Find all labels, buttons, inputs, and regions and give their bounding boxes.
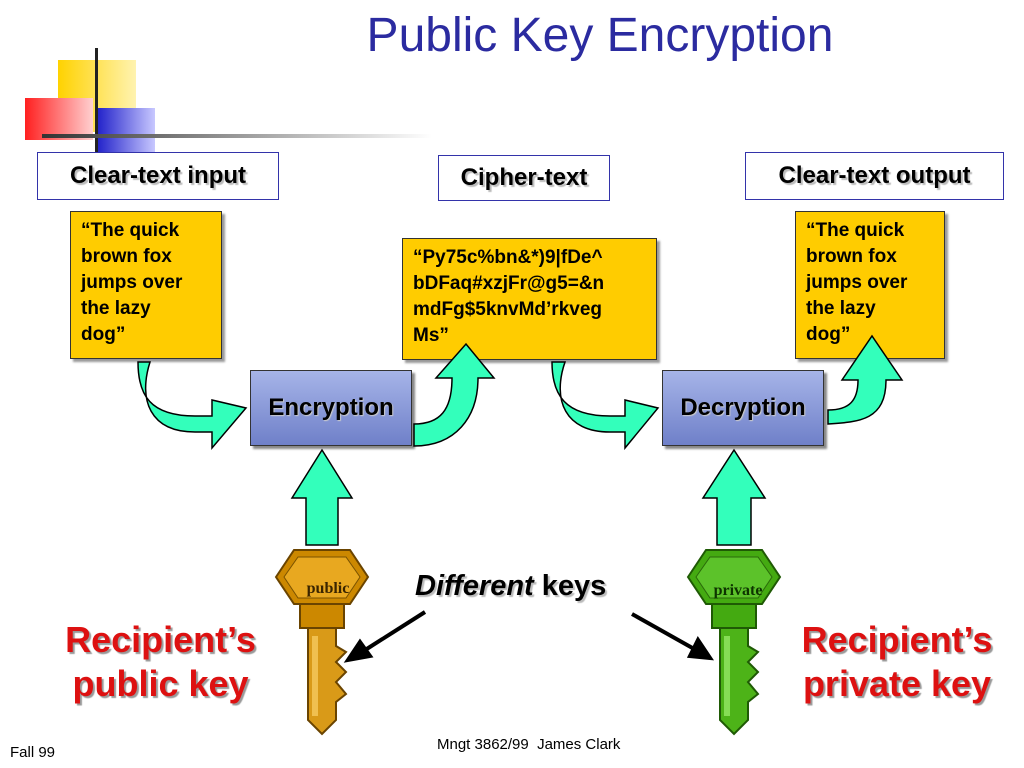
private-key-caption-line-1: Recipient’s [801, 619, 993, 660]
pointer-arrowhead-icon [686, 636, 715, 661]
clear-text-output-label: Clear-text output [745, 152, 1004, 200]
plaintext-line: dog” [806, 324, 851, 345]
encryption-box: Encryption [250, 370, 412, 446]
plaintext-line: “The quick [806, 220, 905, 241]
logo-squares-icon [25, 48, 432, 163]
ciphertext-line: mdFg$5knvMd’rkveg [413, 299, 602, 320]
cipher-text-label-text: Cipher-text [460, 164, 588, 191]
private-key-caption-line-2: private key [802, 663, 992, 704]
different-word: Different [415, 570, 534, 602]
plaintext-line: brown fox [81, 246, 172, 267]
curved-arrow-icon [827, 334, 904, 425]
public-key-caption-line-2: public key [72, 663, 249, 704]
public-key-icon [274, 549, 370, 736]
decryption-label: Decryption [680, 394, 806, 421]
pointer-line-right [631, 612, 697, 652]
private-key-tag: private [713, 582, 763, 599]
different-keys-label: Different keys [415, 570, 606, 603]
public-key-caption-line-1: Recipient’s [65, 619, 256, 660]
ciphertext-line: bDFaq#xzjFr@g5=&n [413, 273, 605, 294]
private-key-caption: Recipient’s private key [782, 618, 1012, 706]
plaintext-line: “The quick [81, 220, 180, 241]
footer-center: Mngt 3862/99 James Clark [437, 736, 621, 753]
keys-word: keys [533, 570, 607, 602]
public-key-caption: Recipient’s public key [38, 618, 283, 706]
encryption-label: Encryption [268, 394, 394, 421]
clear-text-input-label-text: Clear-text input [69, 162, 246, 189]
private-key-icon [686, 549, 782, 736]
ciphertext-line: Ms” [413, 325, 449, 346]
plaintext-output-box: “The quick brown fox jumps over the lazy… [795, 211, 945, 359]
curved-arrow-icon [413, 342, 496, 447]
plaintext-line: brown fox [806, 246, 897, 267]
plaintext-line: dog” [81, 324, 126, 345]
logo-decoration [0, 0, 440, 170]
pointer-line-left [360, 610, 427, 654]
decryption-box: Decryption [662, 370, 824, 446]
ciphertext-box: “Py75c%bn&*)9|fDe^ bDFaq#xzjFr@g5=&n mdF… [402, 238, 657, 360]
cipher-text-label: Cipher-text [438, 155, 610, 201]
page-title: Public Key Encryption [366, 9, 834, 62]
plaintext-line: jumps over [806, 272, 908, 293]
up-arrow-icon [290, 448, 354, 546]
curved-arrow-icon [137, 361, 248, 451]
up-arrow-icon [701, 448, 767, 546]
clear-text-output-label-text: Clear-text output [778, 162, 971, 189]
public-key-tag: public [306, 580, 350, 597]
ciphertext-line: “Py75c%bn&*)9|fDe^ [413, 247, 603, 268]
plaintext-line: jumps over [81, 272, 183, 293]
footer-left: Fall 99 [10, 744, 56, 761]
plaintext-input-box: “The quick brown fox jumps over the lazy… [70, 211, 222, 359]
curved-arrow-icon [551, 361, 660, 451]
plaintext-line: the lazy [806, 298, 876, 319]
plaintext-line: the lazy [81, 298, 151, 319]
pointer-arrowhead-icon [343, 638, 374, 663]
clear-text-input-label: Clear-text input [37, 152, 279, 200]
